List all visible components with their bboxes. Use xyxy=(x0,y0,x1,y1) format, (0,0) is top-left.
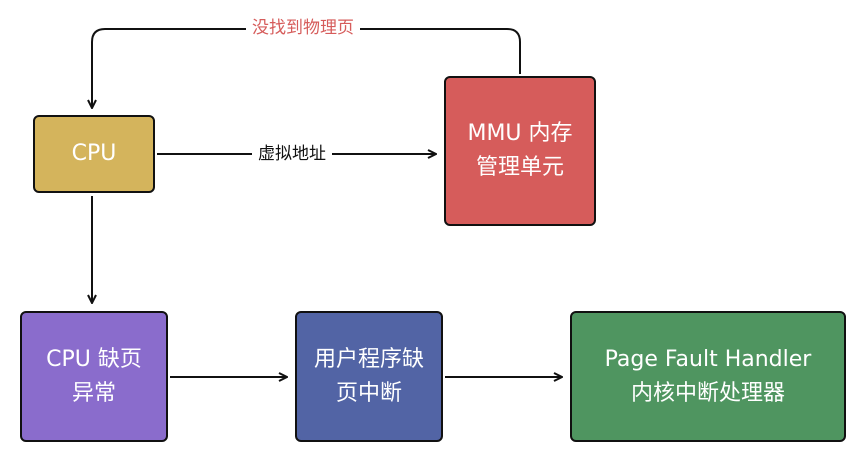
page-fault-handler-node: Page Fault Handler 内核中断处理器 xyxy=(570,311,846,442)
mmu-node-label-line2: 管理单元 xyxy=(475,155,564,180)
edge-label-page-not-found: 没找到物理页 xyxy=(246,17,360,39)
cpu-node-label: CPU xyxy=(71,141,117,166)
cpu-fault-label-line2: 异常 xyxy=(71,380,116,406)
mmu-node-label-line1: MMU 内存 xyxy=(467,121,573,146)
interrupt-label-line2: 页中断 xyxy=(335,380,402,406)
cpu-fault-label-line1: CPU 缺页 xyxy=(46,346,142,372)
cpu-fault-node: CPU 缺页 异常 xyxy=(20,311,168,442)
cpu-node: CPU xyxy=(33,115,155,193)
edge-label-virtual-address: 虚拟地址 xyxy=(252,143,332,165)
page-fault-interrupt-node: 用户程序缺 页中断 xyxy=(295,311,443,442)
mmu-node: MMU 内存 管理单元 xyxy=(444,76,596,226)
handler-label-line2: 内核中断处理器 xyxy=(630,380,785,406)
interrupt-label-line1: 用户程序缺 xyxy=(313,346,424,372)
handler-label-line1: Page Fault Handler xyxy=(604,346,812,372)
